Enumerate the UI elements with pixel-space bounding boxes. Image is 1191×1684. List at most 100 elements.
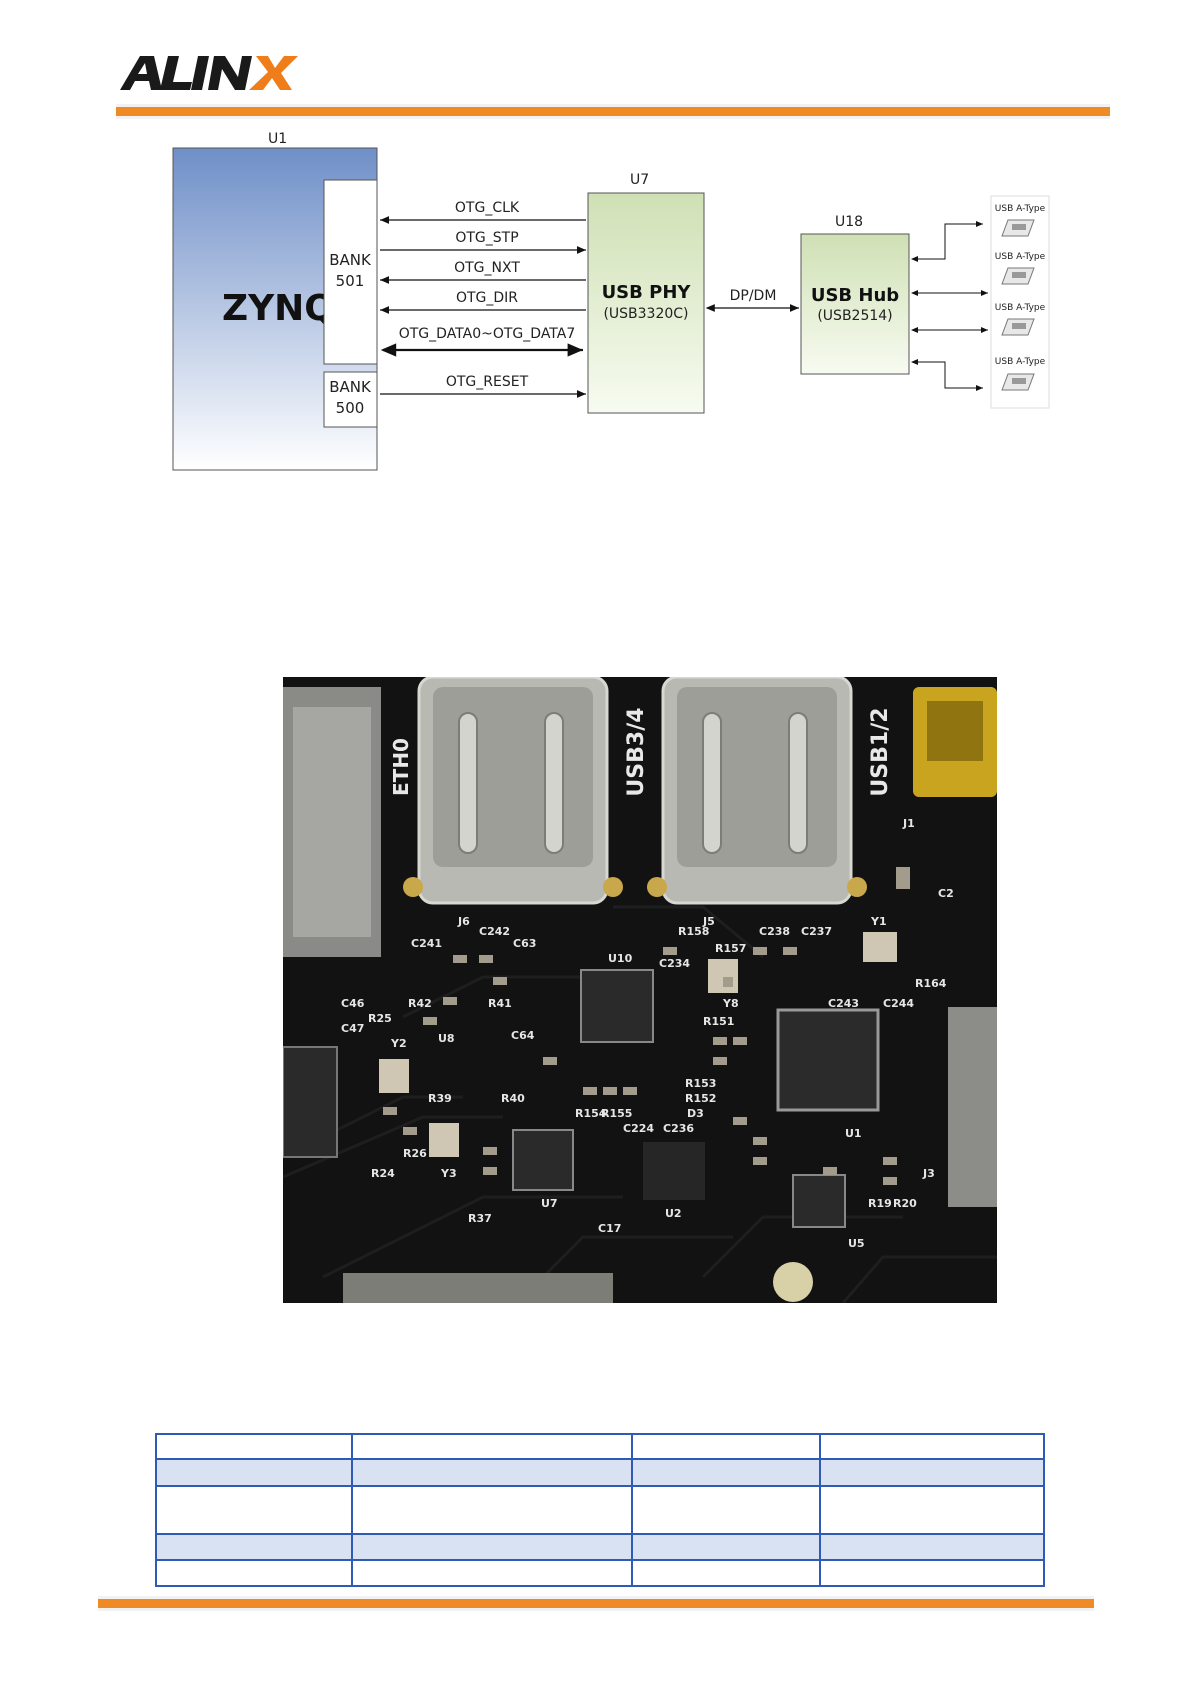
ref-u7: U7 — [541, 1197, 558, 1210]
ref-c17: C17 — [598, 1222, 621, 1235]
ref-c224: C224 — [623, 1122, 654, 1135]
ref-c241: C241 — [411, 937, 442, 950]
ref-c242: C242 — [479, 925, 510, 938]
table-row — [156, 1459, 1044, 1486]
ref-r158: R158 — [678, 925, 709, 938]
table-cell — [352, 1459, 632, 1486]
alinx-logo — [118, 52, 308, 107]
ic-u7 — [513, 1130, 573, 1190]
usb-port-label: USB A-Type — [995, 252, 1046, 262]
table-cell — [632, 1434, 820, 1459]
table-row — [156, 1434, 1044, 1459]
ref-u8: U8 — [438, 1032, 455, 1045]
ic-u2 — [643, 1142, 705, 1200]
hub-port-links — [912, 224, 988, 388]
crystal-y8 — [708, 959, 738, 993]
table-cell — [352, 1434, 632, 1459]
table-cell — [820, 1486, 1044, 1534]
ref-r42: R42 — [408, 997, 432, 1010]
crystal-y3 — [429, 1123, 459, 1157]
table-cell — [352, 1534, 632, 1560]
usb-hub-title: USB Hub — [811, 285, 899, 306]
table-cell — [352, 1486, 632, 1534]
pin-table — [155, 1433, 1045, 1587]
crystal-y1 — [863, 932, 897, 962]
table-row — [156, 1486, 1044, 1534]
ref-r37: R37 — [468, 1212, 492, 1225]
signal-otg-clk: OTG_CLK — [455, 200, 520, 216]
u7-label: U7 — [630, 172, 649, 188]
usb-port-label: USB A-Type — [995, 303, 1046, 313]
ref-r19: R19 — [868, 1197, 892, 1210]
table-cell — [352, 1560, 632, 1586]
ref-c63: C63 — [513, 937, 536, 950]
table-cell — [820, 1560, 1044, 1586]
ref-r152: R152 — [685, 1092, 716, 1105]
signal-otg-dir: OTG_DIR — [456, 290, 518, 306]
table-cell — [632, 1560, 820, 1586]
ref-y8: Y8 — [722, 997, 739, 1010]
ic-u5 — [793, 1175, 845, 1227]
ref-c2: C2 — [938, 887, 954, 900]
ref-y3: Y3 — [440, 1167, 457, 1180]
sd-slot — [948, 1007, 997, 1207]
crystal-y2 — [379, 1059, 409, 1093]
table-cell — [820, 1534, 1044, 1560]
ref-u2: U2 — [665, 1207, 682, 1220]
board-photo-drawing: ETH0 USB3/4 USB1/2 — [283, 677, 997, 1303]
signal-otg-reset: OTG_RESET — [446, 374, 529, 390]
ref-c238: C238 — [759, 925, 790, 938]
table-cell — [156, 1486, 352, 1534]
footer-rule — [98, 1596, 1094, 1611]
signal-otg-stp: OTG_STP — [455, 230, 518, 246]
ref-j3: J3 — [922, 1167, 935, 1180]
ref-r25: R25 — [368, 1012, 392, 1025]
ref-r41: R41 — [488, 997, 512, 1010]
table-row — [156, 1560, 1044, 1586]
ref-r153: R153 — [685, 1077, 716, 1090]
ref-c237: C237 — [801, 925, 832, 938]
ref-c46: C46 — [341, 997, 365, 1010]
ref-y1: Y1 — [870, 915, 887, 928]
usb34-connector — [403, 677, 623, 903]
alinx-logo-mark — [118, 52, 308, 96]
silk-usb34: USB3/4 — [624, 707, 649, 796]
ref-r164: R164 — [915, 977, 947, 990]
ic-u10 — [581, 970, 653, 1042]
link-dpdm: DP/DM — [730, 288, 777, 304]
signal-otg-nxt: OTG_NXT — [454, 260, 520, 276]
ref-d3: D3 — [687, 1107, 704, 1120]
zynq-label: ZYNQ — [222, 288, 335, 329]
ref-u1: U1 — [845, 1127, 862, 1140]
bottom-connector — [343, 1273, 613, 1303]
ref-c234: C234 — [659, 957, 690, 970]
u1-label: U1 — [268, 131, 287, 147]
ref-c244: C244 — [883, 997, 914, 1010]
ref-r40: R40 — [501, 1092, 525, 1105]
ref-r39: R39 — [428, 1092, 452, 1105]
ref-j6: J6 — [457, 915, 470, 928]
mount-hole — [773, 1262, 813, 1302]
table-cell — [632, 1486, 820, 1534]
ref-c47: C47 — [341, 1022, 364, 1035]
usb-hub-subtitle: (USB2514) — [817, 308, 892, 324]
usb-port-label: USB A-Type — [995, 357, 1046, 367]
table-cell — [632, 1534, 820, 1560]
table-row — [156, 1534, 1044, 1560]
ref-j1: J1 — [902, 817, 915, 830]
table-cell — [820, 1434, 1044, 1459]
ref-r24: R24 — [371, 1167, 395, 1180]
ref-c243: C243 — [828, 997, 859, 1010]
ref-c236: C236 — [663, 1122, 694, 1135]
usb12-connector — [647, 677, 867, 903]
ref-c64: C64 — [511, 1029, 535, 1042]
usb-port-label: USB A-Type — [995, 204, 1046, 214]
ref-u5: U5 — [848, 1237, 865, 1250]
ref-r151: R151 — [703, 1015, 734, 1028]
board-photo: ETH0 USB3/4 USB1/2 — [283, 677, 997, 1303]
ic-u8 — [283, 1047, 337, 1157]
table-cell — [156, 1560, 352, 1586]
header-rule — [116, 104, 1110, 119]
usb-phy-block — [588, 193, 704, 413]
